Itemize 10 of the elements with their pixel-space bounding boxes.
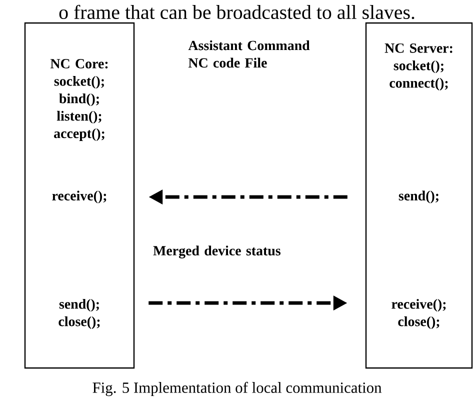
annotation-text: Assistant Command NC code File	[188, 40, 310, 68]
box-text: send();	[398, 190, 438, 204]
box-text: receive(); close();	[392, 298, 446, 330]
body-text: o frame that can be broadcasted to all slaves.	[59, 4, 414, 20]
box-text: receive();	[52, 190, 106, 204]
edge-label: Merged device status	[153, 246, 280, 258]
box-text: send(); close();	[58, 298, 100, 330]
box-text: NC Server: socket(); connect();	[384, 43, 452, 91]
caption: Fig. 5 Implementation of local communication	[92, 382, 382, 396]
box-text: NC Core: socket(); bind(); listen(); accept();	[50, 59, 108, 141]
